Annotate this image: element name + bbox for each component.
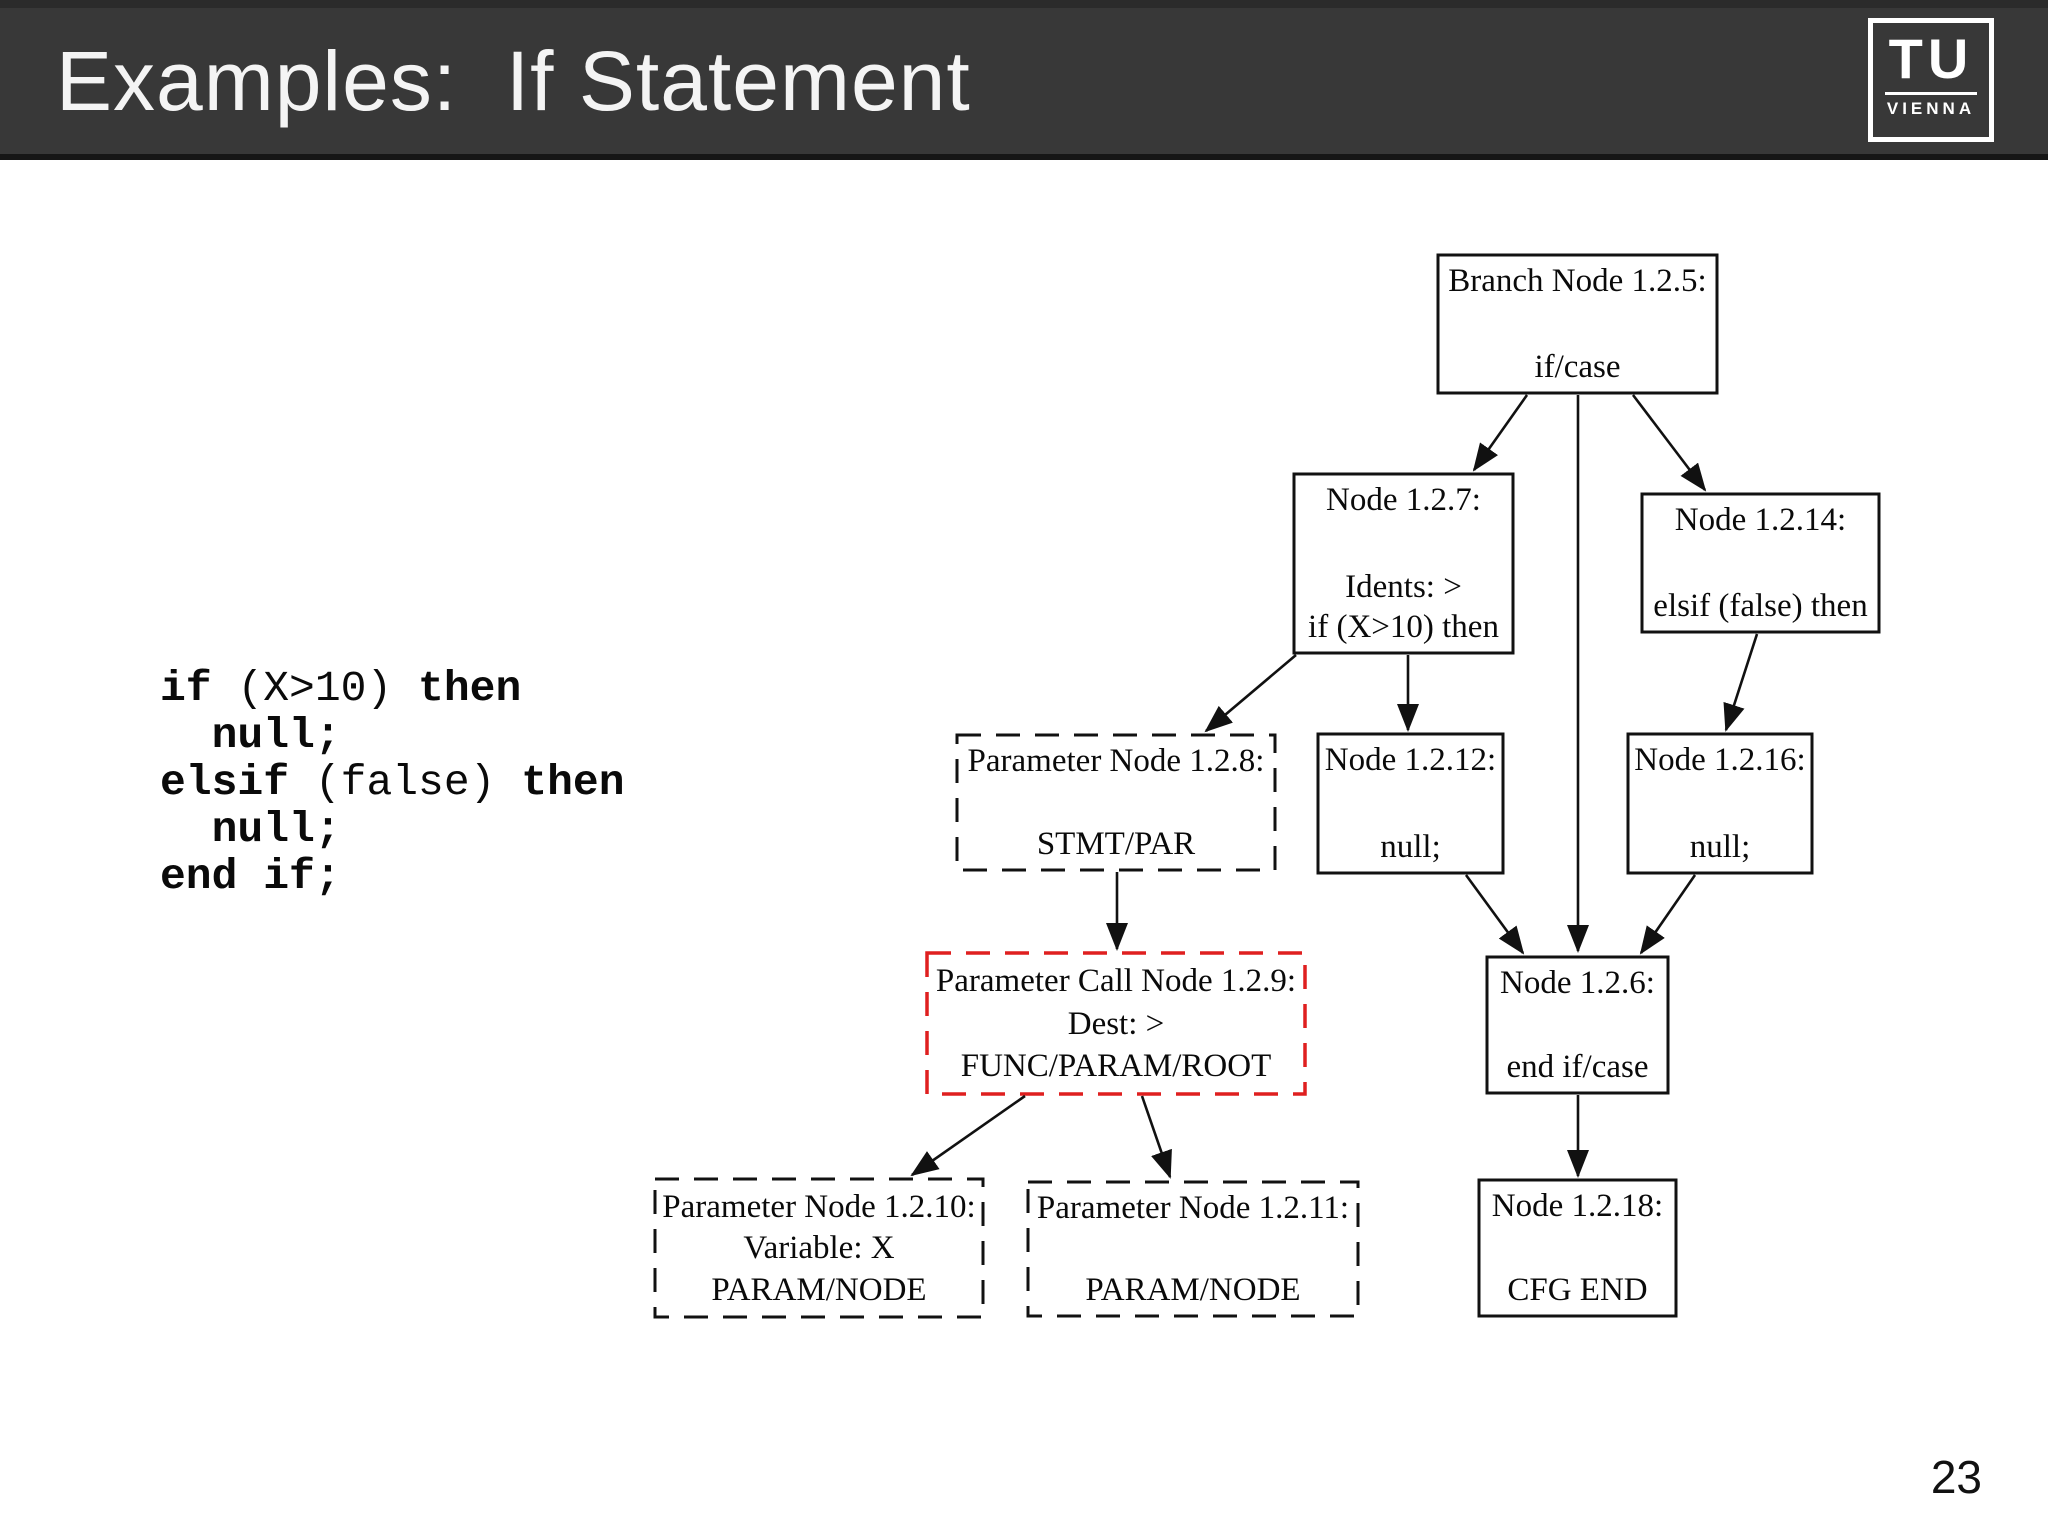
parameter-node-1-2-11: Parameter Node 1.2.11: PARAM/NODE [1028, 1182, 1358, 1316]
slide-header: Examples: If Statement [0, 0, 2048, 160]
edge-n129-to-n1210 [910, 1094, 1026, 1177]
node-1-2-12: Node 1.2.12: null; [1318, 734, 1503, 873]
node-label-line: end if/case [1506, 1049, 1649, 1085]
parameter-call-node-1-2-9: Parameter Call Node 1.2.9: Dest: > FUNC/PA… [927, 953, 1305, 1094]
page-number: 23 [1930, 1451, 1982, 1503]
node-label-line: Parameter Node 1.2.10: [662, 1188, 976, 1225]
node-label-line: Node 1.2.6: [1500, 965, 1655, 1001]
code-segment: if [160, 664, 212, 713]
node-label-line: elsif (false) then [1653, 588, 1868, 624]
tu-vienna-logo: TU VIENNA [1868, 18, 1994, 142]
node-label-line: Branch Node 1.2.5: [1448, 263, 1707, 299]
code-segment: elsif [160, 758, 290, 807]
edge-n1216-to-n126 [1639, 874, 1697, 955]
code-line: elsif (false) then [160, 759, 625, 806]
node-1-2-6: Node 1.2.6: end if/case [1487, 957, 1668, 1093]
code-line: null; [160, 806, 625, 853]
code-segment: (false) [289, 758, 522, 807]
node-1-2-14: Node 1.2.14: elsif (false) then [1642, 494, 1879, 632]
edge-n125-to-n127 [1472, 394, 1529, 472]
node-label-line: null; [1689, 829, 1751, 865]
slide-title: Examples: If Statement [56, 33, 971, 128]
node-label-line: Node 1.2.16: [1634, 742, 1806, 778]
code-segment: then [418, 664, 522, 713]
parameter-node-1-2-8: Parameter Node 1.2.8: STMT/PAR [957, 735, 1275, 870]
logo-divider [1885, 92, 1977, 95]
code-segment: null; [160, 805, 341, 854]
node-label-line: PARAM/NODE [1085, 1272, 1301, 1308]
node-label-line: Node 1.2.18: [1491, 1188, 1664, 1224]
node-label-line: Dest: > [1067, 1005, 1165, 1042]
node-label-line: if/case [1534, 349, 1621, 385]
branch-node-1-2-5: Branch Node 1.2.5: if/case [1438, 255, 1717, 393]
edge-n125-to-n1214 [1631, 394, 1707, 492]
node-1-2-7: Node 1.2.7: Idents: > if (X>10) then [1294, 474, 1513, 653]
node-label-line: CFG END [1507, 1272, 1648, 1308]
code-line: if (X>10) then [160, 665, 625, 712]
node-label-line: PARAM/NODE [711, 1271, 927, 1308]
node-label-line: Parameter Call Node 1.2.9: [935, 963, 1297, 1000]
node-label-line: Parameter Node 1.2.8: [967, 743, 1265, 779]
edge-n1214-to-n1216 [1723, 633, 1759, 732]
node-label-line: Node 1.2.14: [1674, 502, 1847, 538]
node-label-line: if (X>10) then [1308, 609, 1499, 645]
code-segment: then [521, 758, 625, 807]
node-label-line: Variable: X [743, 1230, 895, 1266]
node-1-2-16: Node 1.2.16: null; [1628, 734, 1812, 873]
parameter-node-1-2-10: Parameter Node 1.2.10: Variable: X PARAM/N… [655, 1179, 983, 1317]
logo-tu-text: TU [1888, 27, 1974, 90]
edge-n1212-to-n126 [1464, 874, 1525, 955]
node-label-line: Idents: > [1345, 569, 1462, 605]
node-label-line: FUNC/PARAM/ROOT [960, 1047, 1272, 1084]
edge-n129-to-n1211 [1140, 1095, 1172, 1179]
logo-vienna-text: VIENNA [1886, 99, 1976, 118]
edge-n127-to-n128 [1204, 654, 1297, 733]
code-block: if (X>10) then null;elsif (false) then n… [160, 665, 625, 900]
node-label-line: Node 1.2.7: [1326, 482, 1481, 518]
code-segment: end if; [160, 852, 341, 901]
code-segment: (X>10) [211, 664, 419, 713]
node-label-line: null; [1380, 829, 1441, 865]
node-label-line: Node 1.2.12: [1324, 742, 1497, 778]
node-label-line: STMT/PAR [1036, 826, 1196, 862]
code-line: null; [160, 712, 625, 759]
node-label-line: Parameter Node 1.2.11: [1036, 1190, 1350, 1226]
code-line: end if; [160, 853, 625, 900]
node-1-2-18: Node 1.2.18: CFG END [1479, 1180, 1676, 1316]
code-segment: null; [160, 711, 341, 760]
